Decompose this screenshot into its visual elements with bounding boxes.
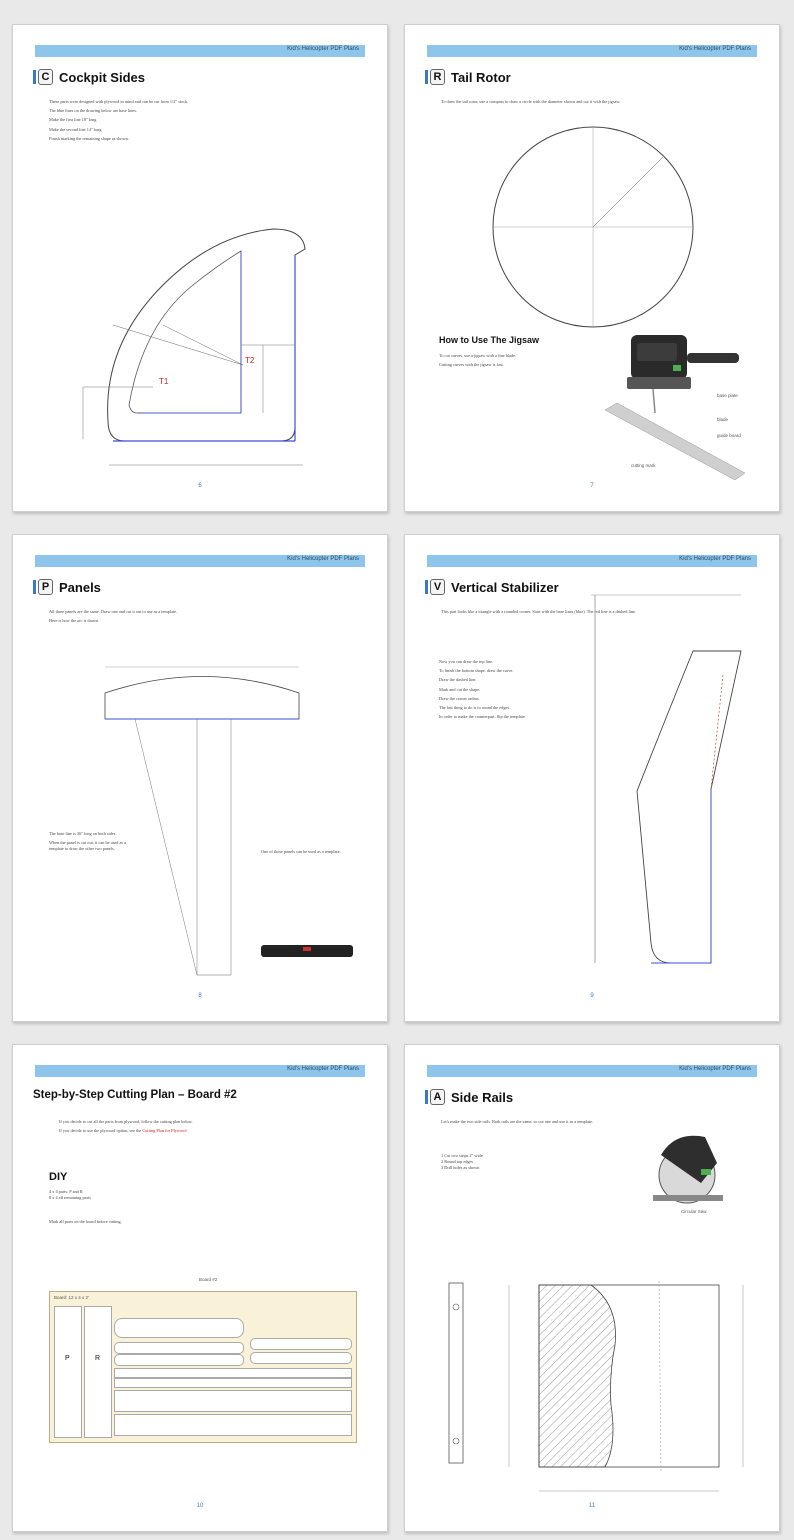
page-header: Kid's Helicopter PDF Plans	[35, 45, 365, 57]
stabilizer-drawing	[591, 594, 742, 964]
part-letter-badge: P	[38, 579, 53, 595]
jigsaw-text: To cut curves, use a jigsaw with a fine …	[439, 353, 517, 368]
diy-lines: 4 x 4 parts: P and R 8 x 4 all remaining…	[49, 1189, 91, 1201]
page-number: 8	[198, 993, 202, 999]
page-cutting-plan: Kid's Helicopter PDF Plans Step-by-Step …	[12, 1044, 388, 1532]
part-letter-badge: C	[38, 69, 53, 85]
section-title: R Tail Rotor	[425, 69, 511, 85]
page-tail-rotor: Kid's Helicopter PDF Plans R Tail Rotor T…	[404, 24, 780, 512]
page-title: Panels	[59, 579, 101, 595]
right-text: One of those panels can be used as a tem…	[261, 849, 341, 854]
page-panels: Kid's Helicopter PDF Plans P Panels All t…	[12, 534, 388, 1022]
board-strip	[114, 1390, 352, 1412]
board-strip	[114, 1354, 244, 1366]
page-side-rails: Kid's Helicopter PDF Plans A Side Rails L…	[404, 1044, 780, 1532]
jigsaw-illustration	[604, 335, 746, 481]
page-number: 10	[196, 1503, 204, 1509]
board-part-p: P	[54, 1306, 82, 1438]
title-accent-bar	[425, 70, 428, 84]
board-note: Mark all parts on the board before cutti…	[49, 1219, 122, 1224]
page-title: Vertical Stabilizer	[451, 579, 559, 595]
board-strip	[114, 1342, 244, 1354]
tail-rotor-circle	[492, 126, 694, 328]
steps-text: 1 Cut two strips 2" wide 2 Round top edg…	[441, 1153, 483, 1171]
section-title: P Panels	[33, 579, 101, 595]
body-text: All three panels are the same. Draw one …	[49, 609, 178, 624]
page-title: Tail Rotor	[451, 69, 511, 85]
section-title: Step-by-Step Cutting Plan – Board #2	[33, 1089, 237, 1101]
side-rail-drawing	[448, 1280, 744, 1492]
bullets: If you decide to cut all the parts from …	[59, 1119, 193, 1134]
body-text: To draw the tail rotor, use a compass to…	[441, 99, 621, 104]
page-title: Cockpit Sides	[59, 69, 145, 85]
board-caption: Board #2	[199, 1277, 218, 1282]
board-strip	[250, 1352, 352, 1364]
board-strip	[114, 1378, 352, 1388]
page-number: 9	[590, 993, 594, 999]
page-title: Side Rails	[451, 1089, 514, 1105]
part-letter-badge: V	[430, 579, 445, 595]
subsection-title: How to Use The Jigsaw	[439, 335, 540, 345]
page-vertical-stabilizer: Kid's Helicopter PDF Plans V Vertical Sta…	[404, 534, 780, 1022]
page-number: 11	[588, 1503, 596, 1509]
section-title: A Side Rails	[425, 1089, 513, 1105]
page-number: 7	[590, 483, 594, 489]
page-header: Kid's Helicopter PDF Plans	[427, 1065, 757, 1077]
title-accent-bar	[33, 70, 36, 84]
label-t2: T2	[245, 356, 255, 365]
part-letter-badge: A	[430, 1089, 445, 1105]
body-text: Let's make the two side rails. Both rail…	[441, 1119, 594, 1124]
section-title: V Vertical Stabilizer	[425, 579, 559, 595]
circular-saw-image	[653, 1135, 723, 1204]
body-text: This part looks like a triangle with a r…	[441, 609, 637, 614]
page-title: Step-by-Step Cutting Plan – Board #2	[33, 1089, 237, 1101]
callout-blade: blade	[717, 417, 729, 422]
page-header: Kid's Helicopter PDF Plans	[427, 555, 757, 567]
section-title: C Cockpit Sides	[33, 69, 145, 85]
label-t1: T1	[159, 377, 169, 386]
diy-title: DIY	[49, 1171, 68, 1183]
cockpit-side-drawing	[82, 228, 306, 466]
level-tool-image	[261, 945, 353, 957]
part-letter-badge: R	[430, 69, 445, 85]
page-cockpit-sides: Kid's Helicopter PDF Plans C Cockpit Side…	[12, 24, 388, 512]
board-strip	[114, 1414, 352, 1436]
callout-base-plate: base plate	[717, 393, 738, 398]
page-header: Kid's Helicopter PDF Plans	[427, 45, 757, 57]
left-text: The base line is 36" long on both sides.…	[49, 831, 127, 852]
body-text: These parts were designed with plywood i…	[49, 99, 189, 141]
title-accent-bar	[425, 1090, 428, 1104]
saw-caption: Circular Saw	[681, 1209, 707, 1214]
callout-cutting-mark: cutting mark	[631, 463, 656, 468]
board-strip	[114, 1318, 244, 1338]
callout-guide-board: guide board	[717, 433, 741, 438]
steps-text: Now you can draw the top line. To finish…	[439, 659, 526, 720]
title-accent-bar	[425, 580, 428, 594]
board-strip	[114, 1368, 352, 1378]
title-accent-bar	[33, 580, 36, 594]
page-number: 6	[198, 483, 202, 489]
cutting-board: Board: 12 x 4 x 2' P R	[49, 1291, 357, 1443]
page-header: Kid's Helicopter PDF Plans	[35, 555, 365, 567]
page-header: Kid's Helicopter PDF Plans	[35, 1065, 365, 1077]
board-part-r: R	[84, 1306, 112, 1438]
board-strip	[250, 1338, 352, 1350]
cutting-plan-link[interactable]: Cutting Plan for Plywood	[142, 1128, 187, 1134]
panel-arc-drawing	[104, 666, 300, 976]
board-label: Board: 12 x 4 x 2'	[54, 1295, 89, 1300]
